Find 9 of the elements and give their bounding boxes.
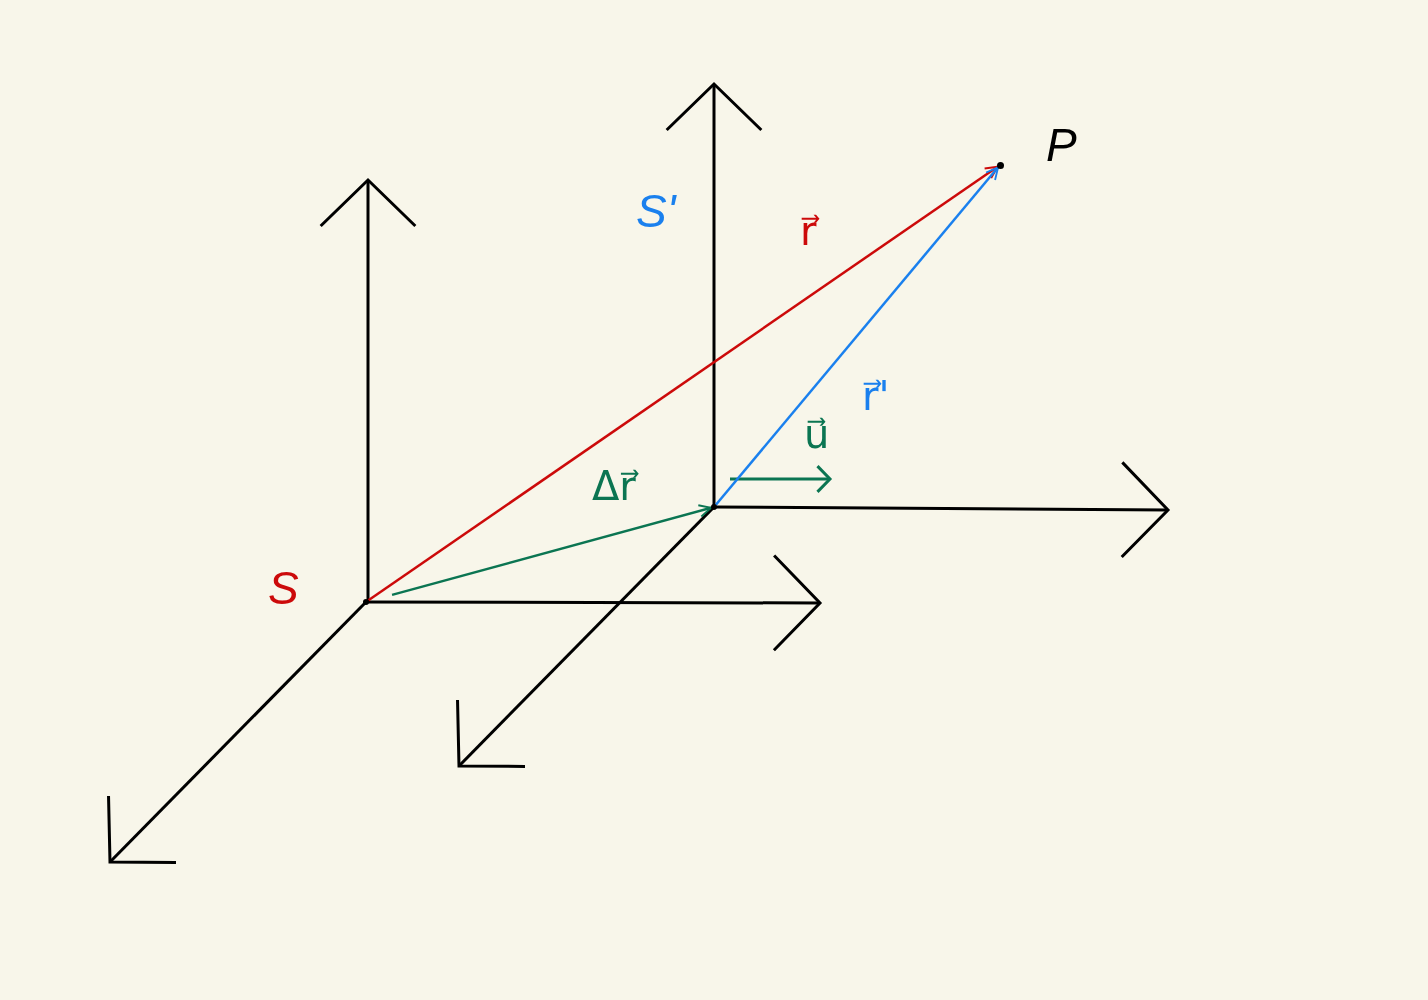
vector-arrow: [367, 165, 999, 602]
frame-label: P: [1046, 122, 1077, 168]
frame-label: S': [635, 188, 678, 234]
origin-point: [711, 504, 717, 510]
origin-point: [363, 599, 369, 605]
frame-label: S: [268, 565, 299, 611]
velocity-label: u⃗: [803, 410, 831, 459]
vector-arrow: [714, 166, 1000, 506]
vector-arrow: [391, 504, 713, 597]
